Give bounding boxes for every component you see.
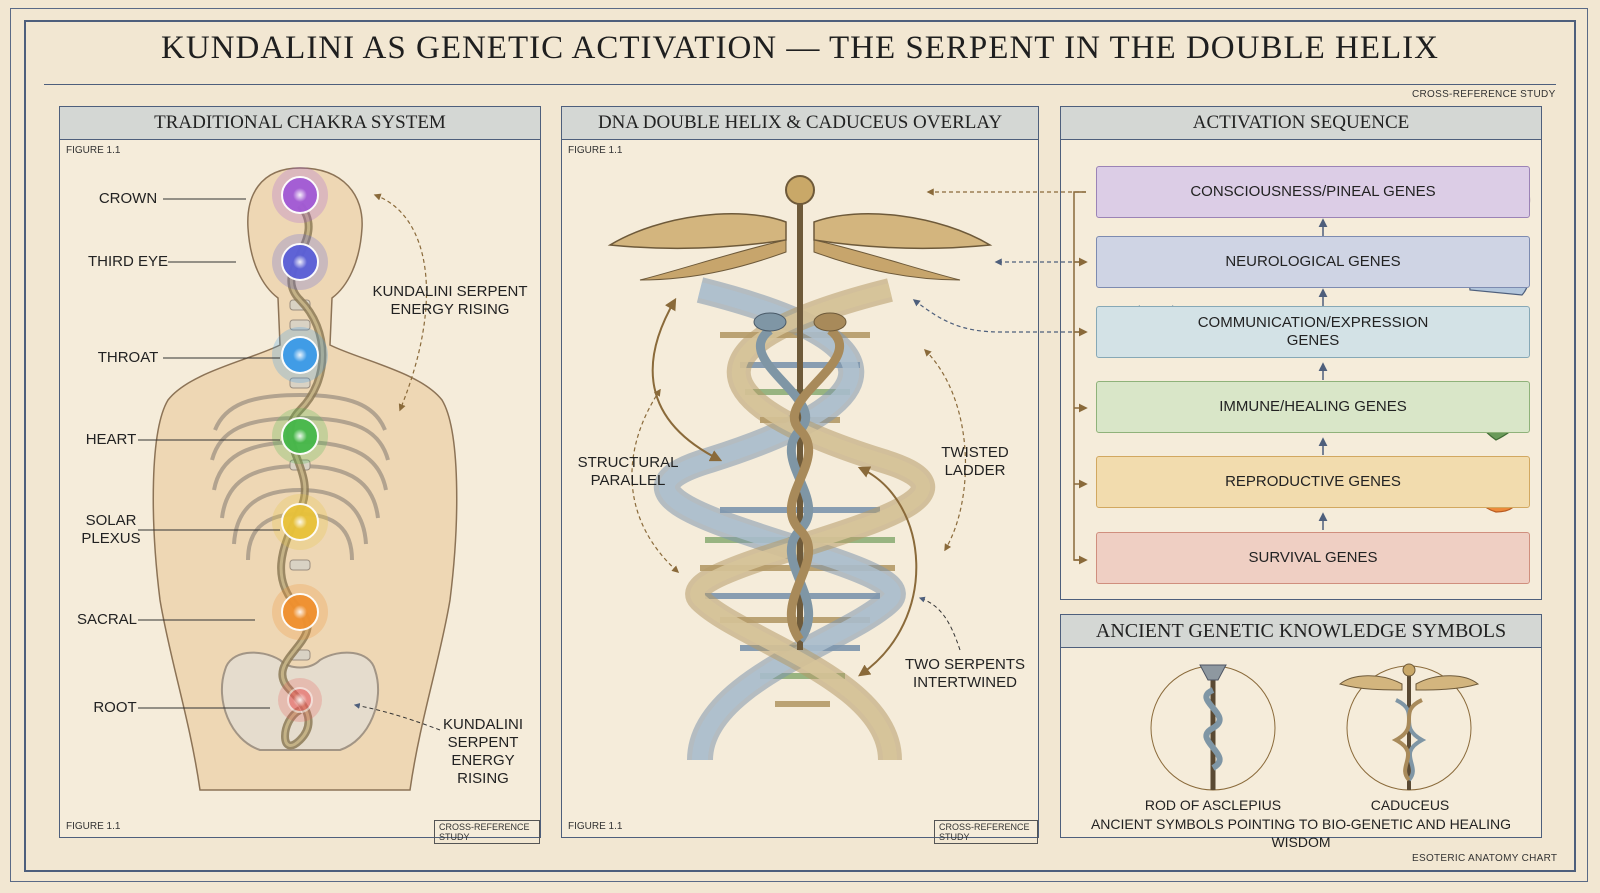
energy-rising-label-lower: KUNDALINI SERPENT ENERGY RISING	[442, 716, 524, 787]
chakra-label-root: ROOT	[93, 699, 137, 716]
caduceus-staff	[607, 175, 993, 650]
chakra-highlight-sacral	[293, 605, 307, 619]
rod-of-asclepius-label: ROD OF ASCLEPIUS	[1144, 797, 1282, 813]
twisted-ladder-arrow-solid	[857, 466, 918, 677]
two-serpents-label: TWO SERPENTS INTERTWINED	[904, 656, 1025, 691]
gene-label: IMMUNE/HEALING GENES	[1219, 398, 1407, 415]
chakra-highlight-crown	[293, 188, 307, 202]
dna-stamp: CROSS-REFERENCE STUDY	[934, 820, 1038, 844]
structural-arrow-lower	[631, 388, 680, 573]
chakra-figure-label-top: FIGURE 1.1	[66, 145, 121, 156]
root-serpent-arrow	[353, 702, 441, 731]
chakra-highlight-third-eye	[293, 255, 307, 269]
caduceus-symbol	[1338, 663, 1480, 791]
gene-label: COMMUNICATION/EXPRESSION GENES	[1197, 314, 1429, 349]
chakra-label-sacral: SACRAL	[76, 611, 138, 628]
cross-reference-connectors	[912, 188, 1086, 333]
symbols-caption: ANCIENT SYMBOLS POINTING TO BIO-GENETIC …	[1090, 816, 1512, 850]
rod-of-asclepius-symbol	[1150, 664, 1276, 791]
twisted-ladder-label: TWISTED LADDER	[941, 444, 1009, 479]
structural-parallel-label: STRUCTURAL PARALLEL	[577, 454, 679, 489]
chakra-label-heart: HEART	[85, 431, 137, 448]
energy-rising-label-upper: KUNDALINI SERPENT ENERGY RISING	[372, 283, 528, 318]
gene-box-neurological: NEUROLOGICAL GENES	[1096, 236, 1530, 288]
symbols-panel: ANCIENT GENETIC KNOWLEDGE SYMBOLS	[1060, 614, 1542, 838]
chakra-label-third-eye: THIRD EYE	[87, 253, 168, 270]
outer-frame	[10, 8, 1588, 882]
gene-label: SURVIVAL GENES	[1248, 549, 1378, 566]
gene-label: NEUROLOGICAL GENES	[1225, 253, 1401, 270]
chakra-panel-heading: TRADITIONAL CHAKRA SYSTEM	[60, 107, 540, 140]
corner-label-bottom: ESOTERIC ANATOMY CHART	[1412, 853, 1558, 864]
gene-box-reproductive: REPRODUCTIVE GENES	[1096, 456, 1530, 508]
energy-rising-arrow	[373, 193, 428, 412]
chakra-leader-lines	[138, 198, 280, 709]
corner-label-top: CROSS-REFERENCE STUDY	[1412, 89, 1556, 100]
chakra-label-crown: CROWN	[98, 190, 158, 207]
dna-figure-label-top: FIGURE 1.1	[568, 145, 623, 156]
chakra-stamp: CROSS-REFERENCE STUDY	[434, 820, 540, 844]
caduceus-label: CADUCEUS	[1370, 797, 1450, 813]
dna-figure-label-bottom: FIGURE 1.1	[568, 821, 623, 832]
structural-arrow-upper	[651, 297, 723, 462]
chakra-label-throat: THROAT	[97, 349, 159, 366]
chakra-label-solar-plexus: SOLAR PLEXUS	[81, 512, 141, 547]
sequence-bracket	[1073, 191, 1088, 565]
gene-box-consciousness: CONSCIOUSNESS/PINEAL GENES	[1096, 166, 1530, 218]
sequence-panel-heading: ACTIVATION SEQUENCE	[1061, 107, 1541, 140]
title-rule	[44, 84, 1556, 85]
page-title: KUNDALINI AS GENETIC ACTIVATION — THE SE…	[161, 30, 1439, 66]
chakra-markers	[272, 167, 328, 722]
gene-label: CONSCIOUSNESS/PINEAL GENES	[1190, 183, 1436, 200]
gene-box-immune: IMMUNE/HEALING GENES	[1096, 381, 1530, 433]
inner-frame	[24, 20, 1576, 872]
gene-label: REPRODUCTIVE GENES	[1225, 473, 1401, 490]
dna-panel-heading: DNA DOUBLE HELIX & CADUCEUS OVERLAY	[562, 107, 1038, 140]
chakra-highlight-solar-plexus	[293, 515, 307, 529]
chakra-figure-label-bottom: FIGURE 1.1	[66, 821, 121, 832]
two-serpents-arrow	[918, 596, 961, 651]
twisted-ladder-arrow	[923, 348, 967, 552]
chakra-highlight-heart	[293, 429, 307, 443]
gene-box-communication: COMMUNICATION/EXPRESSION GENES	[1096, 306, 1530, 358]
human-body-figure	[152, 167, 458, 791]
symbols-panel-heading: ANCIENT GENETIC KNOWLEDGE SYMBOLS	[1061, 615, 1541, 648]
chakra-highlight-throat	[293, 348, 307, 362]
chakra-highlight-root	[293, 693, 307, 707]
gene-box-survival: SURVIVAL GENES	[1096, 532, 1530, 584]
